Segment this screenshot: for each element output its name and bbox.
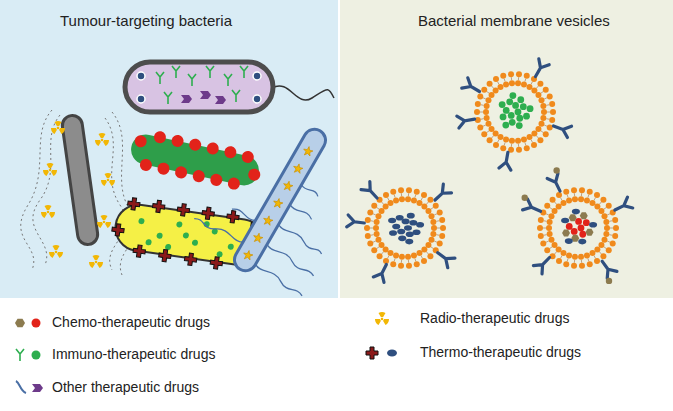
vesicle [347, 181, 455, 282]
bacterium-grey [21, 110, 136, 275]
legend-text: Radio-therapeutic drugs [420, 310, 569, 326]
legend-text: Chemo-therapeutic drugs [52, 314, 210, 330]
panel-title: Tumour-targeting bacteria [60, 12, 232, 29]
bacterium-purple [125, 62, 334, 112]
vesicle [457, 59, 572, 170]
legend-text: Thermo-therapeutic drugs [420, 344, 581, 360]
vesicles [347, 59, 633, 284]
legend-text: Immuno-therapeutic drugs [52, 346, 215, 362]
legend-text: Other therapeutic drugs [52, 379, 199, 395]
vesicle [522, 167, 633, 284]
bacterium-green [127, 126, 265, 195]
panel-title: Bacterial membrane vesicles [418, 12, 610, 29]
bacterium-blue [184, 98, 378, 303]
